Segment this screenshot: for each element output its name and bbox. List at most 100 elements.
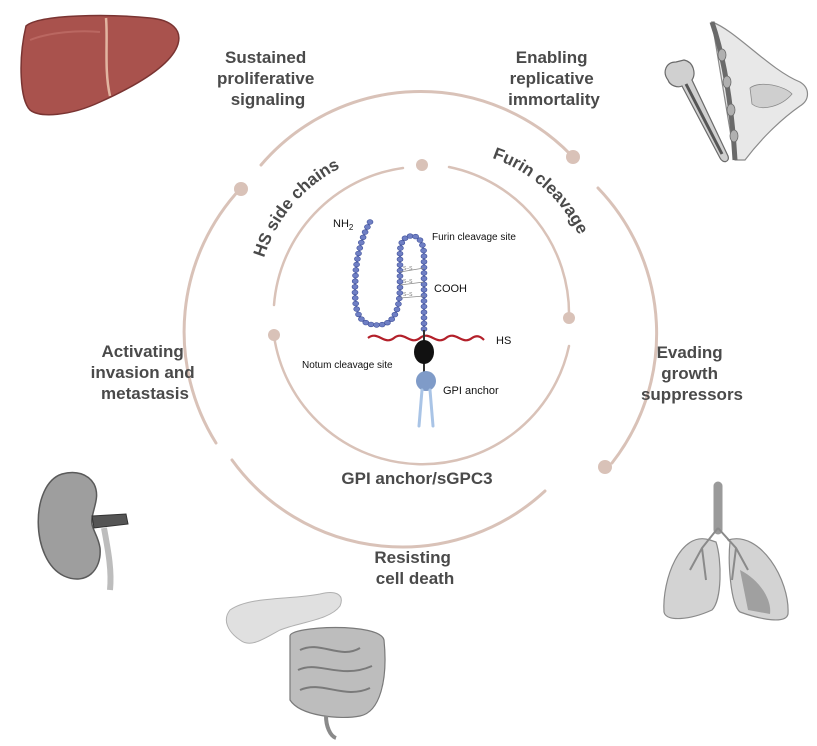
inner-ring	[272, 165, 571, 466]
protein-bead	[351, 284, 359, 290]
gpi-anchor-tails	[417, 388, 435, 428]
protein-bead	[420, 315, 428, 321]
hallmark-replicative-immortality: Enabling replicative immortality	[508, 48, 600, 109]
label-hs: HS	[496, 335, 511, 347]
svg-text:S–S: S–S	[403, 292, 413, 298]
protein-bead	[361, 229, 369, 235]
protein-bead	[420, 264, 428, 271]
protein-bead	[388, 316, 396, 322]
kidney-icon	[37, 471, 129, 591]
protein-bead	[352, 300, 360, 307]
protein-bead	[420, 259, 428, 265]
outer-ring-dots	[234, 150, 612, 474]
outer-ring	[182, 90, 659, 549]
protein-bead	[420, 287, 428, 293]
protein-bead	[352, 272, 359, 279]
protein-bead	[398, 240, 406, 246]
protein-bead	[396, 251, 404, 257]
svg-text:S–S: S–S	[403, 266, 413, 272]
hallmark-evading-growth-suppressors: Evading growth suppressors	[641, 343, 743, 404]
protein-bead	[420, 247, 427, 254]
protein-bead	[395, 301, 402, 307]
protein-bead	[420, 253, 428, 259]
protein-bead	[416, 237, 424, 243]
ring-dot	[416, 159, 428, 171]
ring-dot	[566, 150, 580, 164]
label-furin-cleavage-site: Furin cleavage site	[432, 232, 516, 243]
protein-bead	[420, 298, 428, 304]
outer-ring-arc	[596, 186, 659, 465]
protein-bead	[420, 281, 428, 287]
protein-bead	[352, 267, 360, 273]
protein-bead	[420, 292, 428, 299]
label-cooh: COOH	[434, 283, 467, 295]
protein-bead	[357, 239, 365, 246]
outer-ring-arc	[182, 186, 243, 445]
protein-bead	[420, 320, 428, 327]
protein-bead	[393, 306, 401, 313]
protein-bead	[419, 242, 426, 248]
protein-bead	[397, 245, 404, 251]
protein-bead	[396, 262, 404, 268]
protein-bead	[396, 279, 404, 285]
inner-ring-arc	[272, 166, 405, 307]
inner-ring-dots	[268, 159, 575, 341]
protein-beads	[351, 219, 428, 332]
protein-bead	[359, 234, 367, 241]
ring-dot	[268, 329, 280, 341]
protein-bead	[420, 275, 428, 282]
protein-bead	[384, 320, 391, 326]
protein-bead	[355, 311, 362, 318]
protein-bead	[412, 233, 419, 240]
protein-bead	[396, 256, 404, 262]
label-notum-cleavage-site: Notum cleavage site	[302, 360, 393, 371]
disulfide-labels: S–S S–S S–S	[403, 266, 413, 298]
protein-bead	[396, 290, 404, 296]
protein-bead	[391, 311, 399, 318]
ring-dot	[598, 460, 612, 474]
protein-bead	[366, 219, 374, 225]
gpi-anchor-ball	[416, 371, 436, 391]
label-gpi-anchor-sgpc3: GPI anchor/sGPC3	[341, 469, 492, 488]
ring-dot	[563, 312, 575, 324]
protein-bead	[396, 284, 404, 290]
ring-dot	[234, 182, 248, 196]
outer-ring-arc	[230, 458, 547, 549]
inner-ring-arc	[272, 334, 571, 466]
protein-bead	[373, 322, 380, 328]
protein-bead	[364, 224, 371, 230]
protein-bead	[355, 250, 362, 257]
hallmark-activating-invasion-metastasis: Activating invasion and metastasis	[91, 342, 200, 403]
protein-bead	[354, 256, 361, 262]
protein-bead	[351, 289, 359, 296]
label-nh2: NH2	[333, 218, 354, 232]
protein-bead	[367, 321, 375, 328]
outer-ring-arc	[259, 90, 573, 167]
breast-bone-icon	[664, 21, 809, 163]
disulfide-bonds	[399, 267, 425, 299]
protein-bead	[406, 233, 414, 239]
label-gpi-anchor: GPI anchor	[443, 385, 499, 397]
protein-bead	[353, 306, 361, 312]
protein-bead	[358, 316, 365, 322]
svg-text:S–S: S–S	[403, 279, 413, 285]
intestine-pancreas-icon	[225, 592, 386, 740]
protein-bead	[395, 295, 403, 302]
protein-bead	[420, 270, 428, 276]
hs-chain	[367, 334, 485, 342]
protein-bead	[356, 245, 364, 251]
liver-icon	[20, 14, 180, 116]
protein-bead	[353, 261, 360, 268]
protein-bead	[396, 273, 404, 279]
protein-bead	[351, 278, 359, 284]
hallmark-resisting-cell-death: Resisting cell death	[374, 548, 455, 588]
gpc3-molecule: S–S S–S S–S NH2 Furin cleavage site COOH…	[302, 218, 516, 428]
label-hs-side-chains: HS side chains	[250, 155, 342, 260]
protein-bead	[420, 303, 428, 310]
protein-bead	[420, 309, 428, 315]
protein-bead	[351, 295, 359, 301]
lung-icon	[663, 481, 789, 621]
notum-site-blob	[414, 340, 434, 364]
inner-ring-arc	[447, 165, 571, 320]
